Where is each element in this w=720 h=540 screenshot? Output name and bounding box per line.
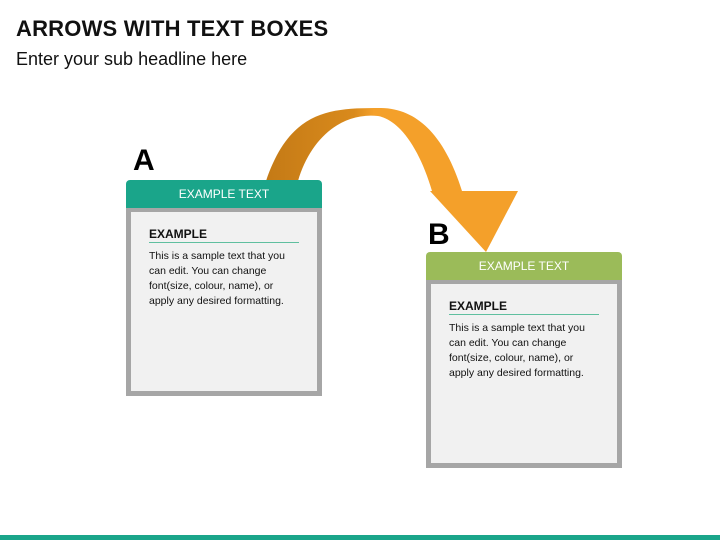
text-box-a: EXAMPLE TEXT EXAMPLE This is a sample te… bbox=[126, 180, 322, 396]
card-b-header: EXAMPLE TEXT bbox=[426, 252, 622, 280]
card-b-letter: B bbox=[428, 218, 450, 251]
page-title: ARROWS WITH TEXT BOXES bbox=[16, 16, 329, 41]
card-a-body-title: EXAMPLE bbox=[149, 227, 299, 243]
card-b-body-text: This is a sample text that you can edit.… bbox=[449, 322, 585, 379]
text-box-b: EXAMPLE TEXT EXAMPLE This is a sample te… bbox=[426, 252, 622, 468]
arrow-head bbox=[430, 191, 518, 252]
page-subtitle: Enter your sub headline here bbox=[16, 49, 248, 69]
card-b-body-title: EXAMPLE bbox=[449, 299, 599, 315]
arrow-shaft bbox=[266, 108, 462, 191]
card-a-letter: A bbox=[133, 144, 155, 177]
card-b-body: EXAMPLE This is a sample text that you c… bbox=[426, 280, 622, 468]
card-a-body: EXAMPLE This is a sample text that you c… bbox=[126, 208, 322, 396]
card-a-body-text: This is a sample text that you can edit.… bbox=[149, 250, 285, 307]
card-a-header: EXAMPLE TEXT bbox=[126, 180, 322, 208]
footer-bar bbox=[0, 535, 720, 540]
